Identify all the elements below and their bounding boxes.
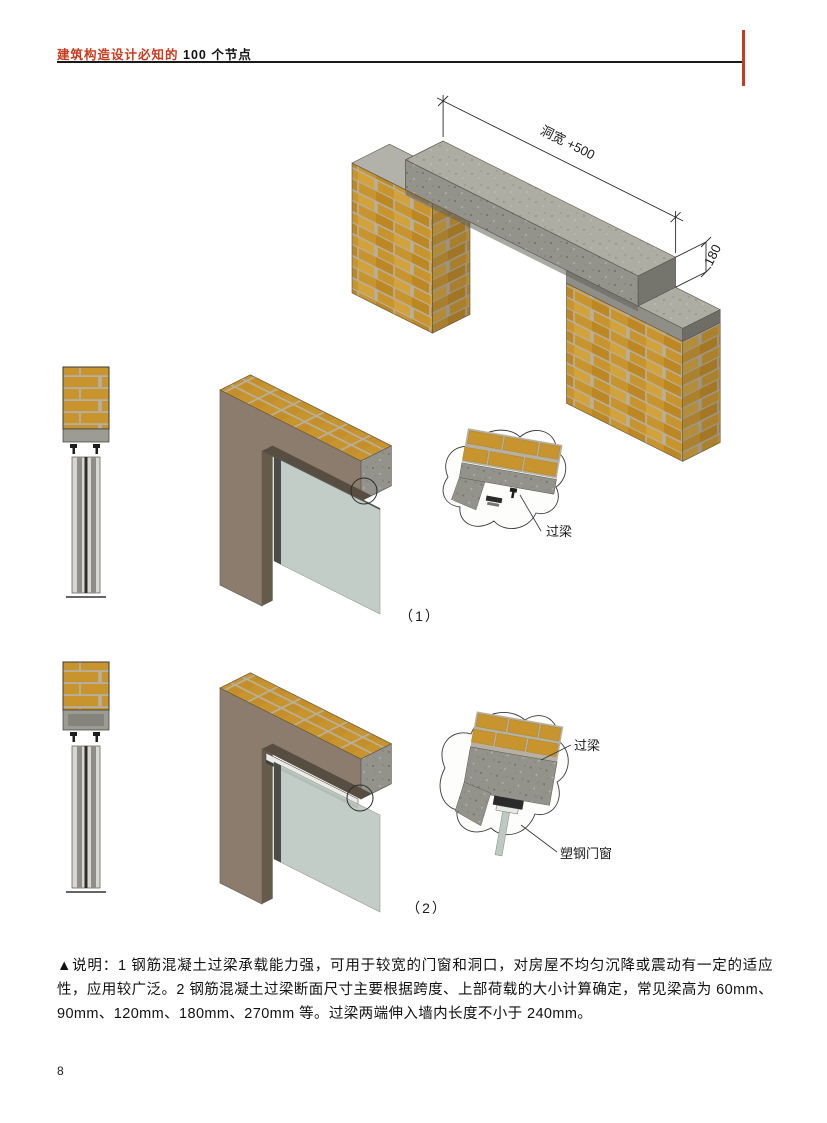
glass-head-frame bbox=[273, 455, 381, 510]
lintel-right-end-face bbox=[637, 256, 676, 307]
callout-leader bbox=[519, 494, 542, 532]
frame-profile-inner bbox=[487, 501, 500, 507]
figure1-detail-blob: 过梁 bbox=[442, 428, 572, 539]
jamb-section bbox=[451, 477, 486, 511]
glass-frame-stile bbox=[274, 762, 281, 863]
callout-leader-window bbox=[520, 824, 558, 853]
callout-leader-lintel bbox=[540, 744, 572, 761]
header-series-title: 建筑构造设计必知的 bbox=[57, 48, 179, 62]
header-soffit bbox=[262, 743, 372, 799]
callout-lintel-label: 过梁 bbox=[546, 524, 572, 539]
dim-tick bbox=[700, 236, 712, 248]
strip-frame-line bbox=[91, 746, 96, 888]
blob-section-content bbox=[454, 711, 564, 857]
dim-label-opening-width: 洞宽 +500 bbox=[538, 123, 597, 163]
window-frame-profile bbox=[492, 795, 524, 810]
figure2-section-strip bbox=[62, 661, 110, 893]
strip-frame-line bbox=[91, 457, 96, 593]
strip-frame-anchors bbox=[70, 732, 100, 742]
figure1-caption: （1） bbox=[399, 608, 441, 624]
glass-section-strip bbox=[494, 811, 510, 857]
right-pier-end-face bbox=[682, 322, 721, 462]
dim-tick bbox=[670, 211, 681, 223]
figure1-section-strip bbox=[62, 366, 110, 598]
header-series-suffix: 个节点 bbox=[206, 48, 252, 62]
dim-tick bbox=[700, 266, 712, 278]
strip-leaf-line bbox=[84, 457, 88, 593]
header-rule bbox=[57, 61, 745, 63]
strip-frame-line bbox=[77, 457, 82, 593]
figure2-caption: （2） bbox=[406, 900, 448, 916]
dimension-opening-width bbox=[436, 95, 684, 253]
dim-tick bbox=[437, 95, 449, 107]
strip-lintel-band bbox=[62, 428, 110, 443]
figure2-detail-blob: 过梁 塑钢门窗 bbox=[439, 711, 612, 861]
frame-profile bbox=[485, 495, 503, 504]
blob-section-content bbox=[451, 428, 563, 511]
strip-lintel-core bbox=[68, 714, 104, 726]
dim-extension-bottom bbox=[675, 271, 707, 288]
concrete-lintel-beam bbox=[404, 140, 677, 312]
strip-frame-line bbox=[77, 746, 82, 888]
right-pier-end-shade bbox=[682, 322, 721, 462]
lintel-cut-face bbox=[360, 743, 392, 800]
page-header: 建筑构造设计必知的 100 个节点 bbox=[57, 44, 252, 63]
detail-marker-circle bbox=[346, 784, 374, 812]
strip-frame-anchors bbox=[70, 444, 100, 454]
callout-lintel-label: 过梁 bbox=[574, 738, 600, 753]
notes-paragraph: ▲说明：1 钢筋混凝土过梁承载能力强，可用于较宽的门窗和洞口，对房屋不均匀沉降或… bbox=[57, 958, 773, 1022]
jamb-reveal bbox=[262, 445, 273, 606]
jamb-section bbox=[454, 781, 491, 827]
margin-accent-bar bbox=[742, 30, 745, 86]
lintel-cut-face bbox=[360, 445, 392, 502]
dim-extension-top bbox=[675, 241, 707, 258]
strip-brick-block bbox=[62, 661, 110, 711]
glass-frame-stile bbox=[274, 456, 281, 565]
lintel-shadow-strip bbox=[405, 189, 639, 312]
brick-courses bbox=[462, 430, 561, 477]
jamb-reveal bbox=[262, 743, 273, 904]
dim-line-width bbox=[436, 97, 684, 222]
callout-window-label: 塑钢门窗 bbox=[560, 846, 612, 861]
page-number: 8 bbox=[57, 1064, 64, 1078]
lintel-section bbox=[459, 462, 557, 495]
strip-brick-block bbox=[62, 366, 110, 430]
dimension-lintel-depth bbox=[675, 236, 712, 288]
dim-label-lintel-depth: 180 bbox=[701, 242, 724, 268]
brick-courses bbox=[471, 713, 562, 758]
figure1-corner-view bbox=[219, 374, 393, 615]
detail-marker-circle bbox=[350, 477, 378, 505]
figure-lintel-isometric: 洞宽 +500 180 bbox=[351, 95, 724, 462]
figure2-corner-view bbox=[219, 672, 393, 913]
header-series-number: 100 bbox=[183, 48, 207, 62]
header-soffit bbox=[262, 445, 372, 501]
strip-leaf-line bbox=[84, 746, 88, 888]
